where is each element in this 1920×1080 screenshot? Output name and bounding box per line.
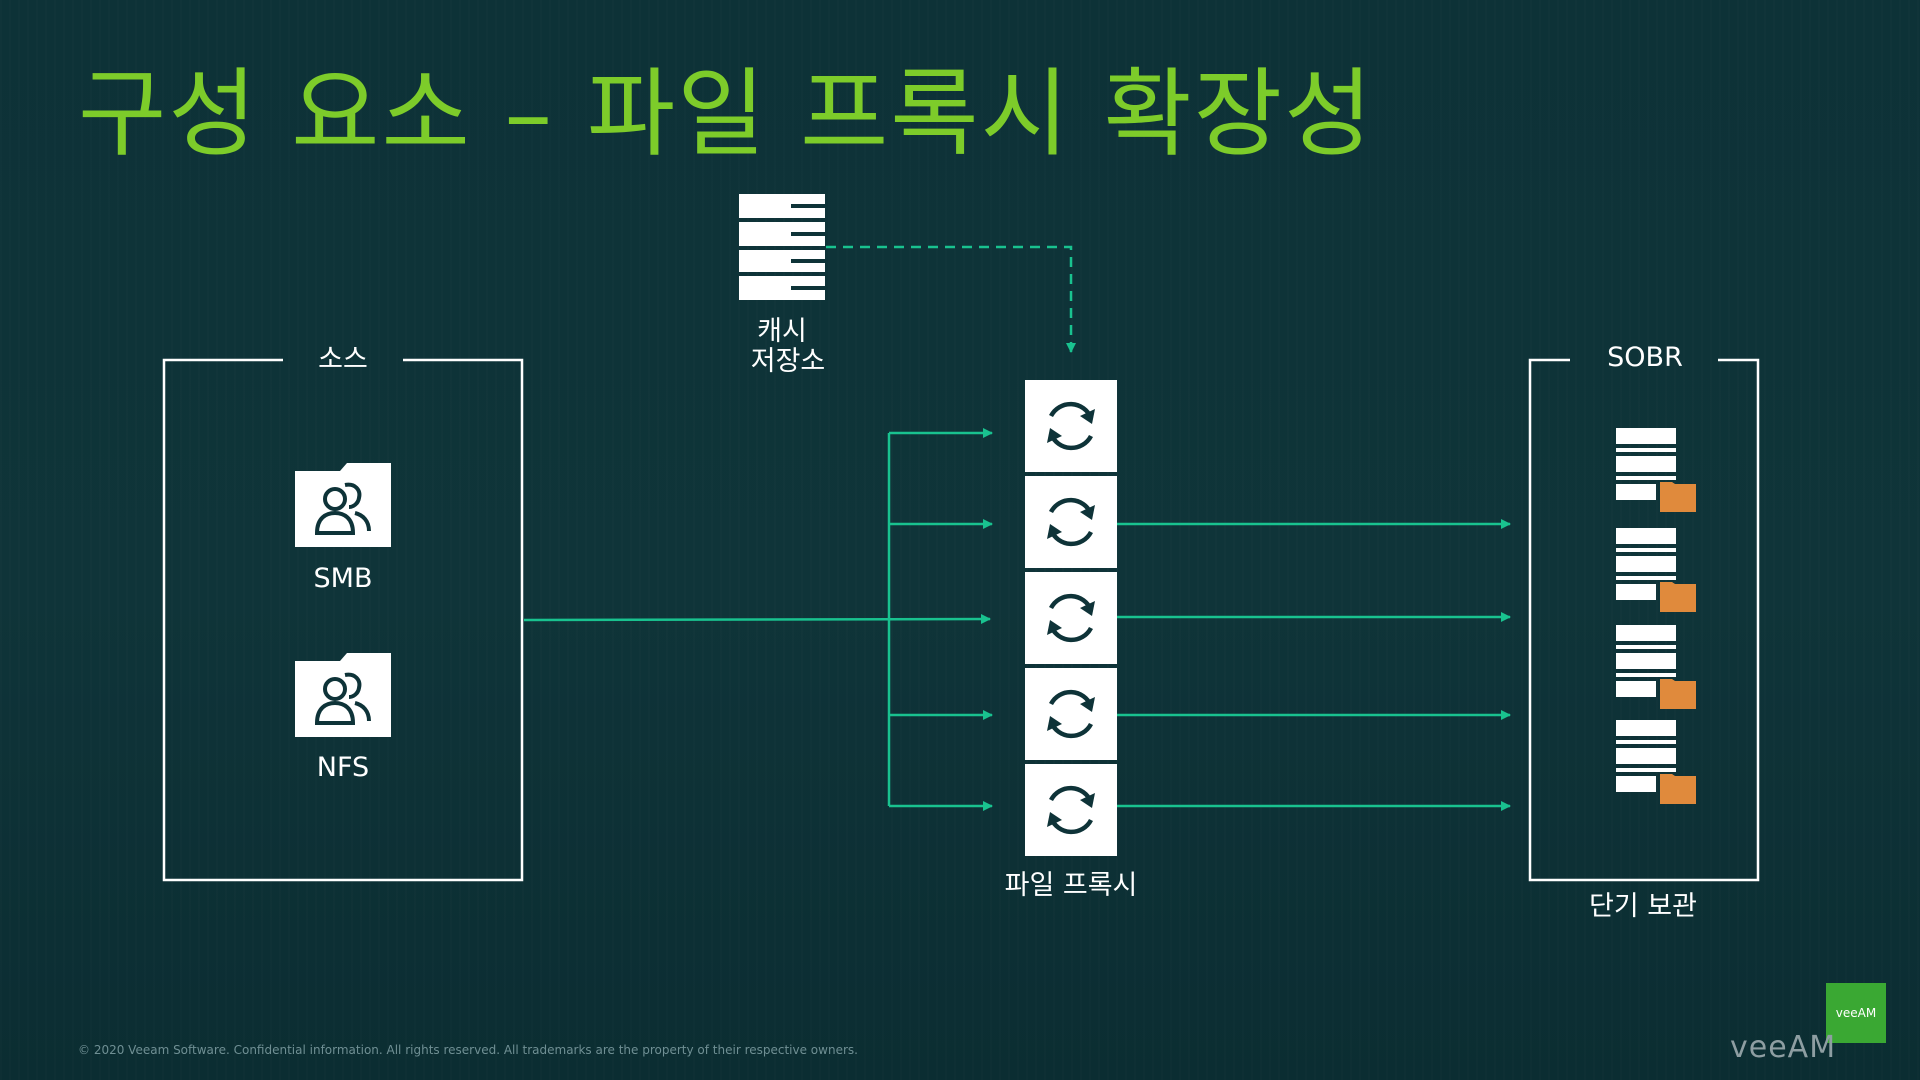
file-proxy-label: 파일 프록시	[1004, 870, 1138, 901]
sobr-extent-icon-4	[1616, 720, 1696, 804]
cache-label-line1: 캐시	[757, 316, 807, 347]
file-proxy-icon-4	[1025, 668, 1117, 760]
veeam-wordmark-logo: veeAM	[1730, 1030, 1837, 1065]
sobr-caption: 단기 보관	[1589, 891, 1697, 922]
smb-share-icon	[295, 463, 391, 547]
nfs-label: NFS	[316, 752, 370, 783]
cache-label-line2: 저장소	[750, 346, 826, 377]
sobr-box-frame	[1528, 358, 1760, 882]
sobr-extent-icon-2	[1616, 528, 1696, 612]
file-proxy-icon-1	[1025, 380, 1117, 472]
cache-server-icon	[739, 194, 825, 300]
nfs-share-icon	[295, 653, 391, 737]
sobr-label: SOBR	[1607, 342, 1683, 373]
veeam-badge-logo: veeAM	[1826, 983, 1886, 1043]
source-box-frame	[162, 358, 524, 882]
sobr-extent-icon-1	[1616, 428, 1696, 512]
cache-dashed-connector	[826, 245, 1076, 353]
slide-title: 구성 요소 – 파일 프록시 확장성	[78, 58, 1375, 170]
file-proxy-icon-2	[1025, 476, 1117, 568]
file-proxy-icon-5	[1025, 764, 1117, 856]
copyright-footer: © 2020 Veeam Software. Confidential info…	[78, 1043, 858, 1057]
source-to-proxy-connector	[523, 614, 991, 625]
sobr-extent-icon-3	[1616, 625, 1696, 709]
source-box-label: 소스	[318, 344, 368, 375]
smb-label: SMB	[313, 563, 373, 594]
file-proxy-icon-3	[1025, 572, 1117, 664]
